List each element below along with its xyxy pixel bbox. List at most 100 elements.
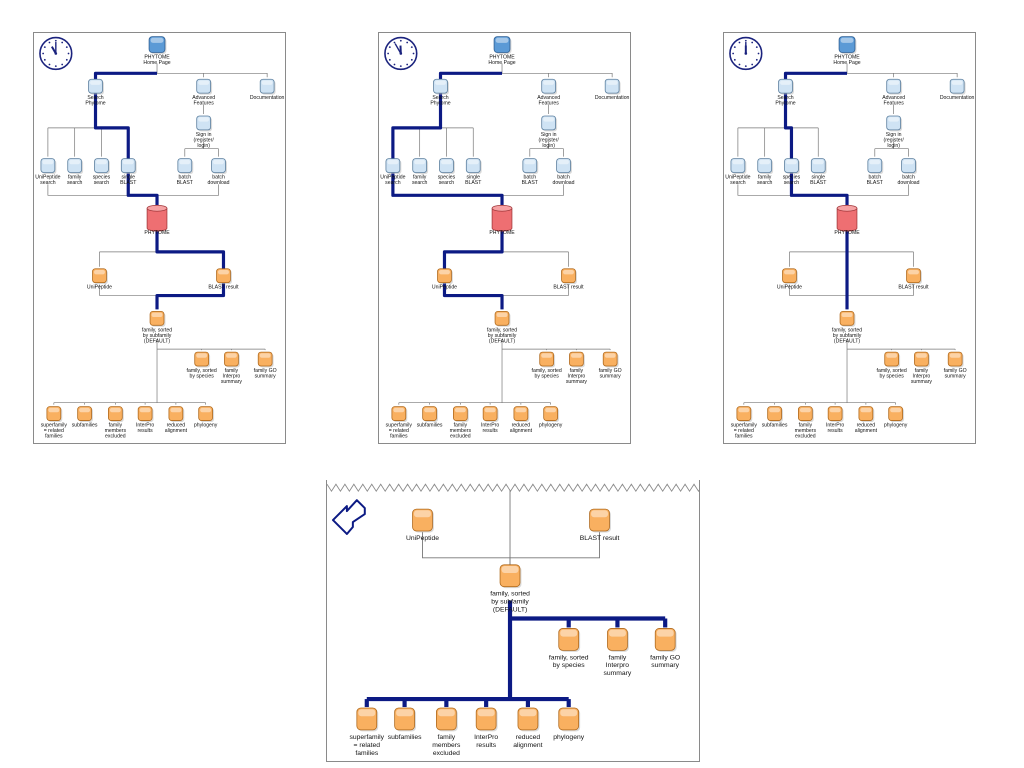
node-label: members [795,428,817,434]
node-family-species [884,351,900,367]
node-label: results [138,428,154,434]
node-family-members [798,406,813,421]
node-gloss [179,159,191,165]
node-label: BLAST result [580,535,620,542]
node-label: Home Page [488,60,515,66]
node-gloss [888,117,900,122]
clock-tick [732,52,735,55]
node-gloss [903,159,914,165]
navigation-path [93,71,226,310]
node-subfamilies [767,406,782,421]
node-label: BLAST result [208,285,239,291]
clock-tick [65,46,68,49]
node-label: search [730,180,746,186]
navigation-path [391,71,504,310]
node-gloss [358,709,376,717]
node-gloss [441,159,452,165]
node-gloss [200,407,212,413]
node-label: members [450,428,472,434]
node-species-search [94,158,109,173]
node-gloss [150,37,164,43]
node-label: UniPeptide [35,174,60,180]
node-label: BLAST [810,180,827,186]
node-label: summary [604,670,632,677]
node-label: excluded [433,750,460,757]
node-gloss [860,407,872,413]
node-label: excluded [795,434,816,440]
node-label: Search [87,95,103,101]
node-label: family [915,368,929,374]
node-label: InterPro [481,422,499,428]
node-unipep-search [40,158,56,173]
node-family-search [757,158,773,173]
node-signin [196,115,211,131]
node-advanced [541,78,556,94]
node-family-species [194,351,210,367]
node-label: login) [542,143,555,149]
node-gloss [560,709,578,717]
clock-tick [406,63,409,66]
node-family-search [412,158,428,173]
node-label: superfamily [41,422,68,428]
node-label: batch [902,174,915,180]
node-phylogeny [198,406,213,421]
clock-tick [412,52,415,55]
node-label: summary [600,373,622,379]
node-unipeptide [92,268,107,284]
node-gloss [769,407,781,413]
node-gloss [42,159,54,165]
node-label: Phytome [430,101,450,107]
node-batch-download [556,158,571,173]
node-label: phylogeny [553,734,584,741]
clock-hour-hand [50,46,57,54]
node-label: BLAST [120,180,137,186]
node-label: single [467,174,481,180]
node-label: BLAST [177,180,194,186]
node-label: family [454,422,468,428]
node-gloss [841,312,853,318]
node-label: reduced [857,422,876,428]
node-label: family [570,368,584,374]
node-label: (register/ [883,137,904,143]
node-interpro-results [482,406,498,421]
node-label: Documentation [595,95,630,101]
node-label: download [208,180,230,186]
database-icon [491,208,513,232]
node-unipep-search [730,158,746,173]
node-blast-result [906,268,921,284]
node-label: BLAST [465,180,482,186]
node-documentation [949,78,965,94]
node-gloss [213,159,224,165]
node-gloss [949,353,961,358]
clock-tick [406,41,409,44]
node-home [493,36,511,53]
node-label: BLAST result [898,285,929,291]
node-gloss [606,80,618,85]
node-signin [886,115,901,131]
node-gloss [543,80,555,85]
node-label: PHYTOME [144,230,170,236]
database-icon [836,208,858,232]
clock-tick [43,46,46,49]
torn-edge [327,483,699,493]
node-label: family [68,174,82,180]
node-search [433,78,448,94]
node-label: search [439,180,455,186]
connector-line [737,184,909,196]
node-label: Search [777,95,793,101]
node-phylogeny [543,406,558,421]
node-label: batch [869,174,882,180]
node-label: results [483,428,499,434]
node-label: members [432,742,461,749]
node-label: Phytome [775,101,795,107]
node-label: families [735,434,753,440]
node-label: PHYTOME [489,54,515,60]
node-blast-result [561,268,576,284]
node-gloss [545,407,557,413]
node-label: by subfamily [488,333,517,339]
node-gloss [414,510,431,518]
node-label: family GO [650,654,680,661]
node-label: search [94,180,110,186]
node-label: families [45,434,63,440]
